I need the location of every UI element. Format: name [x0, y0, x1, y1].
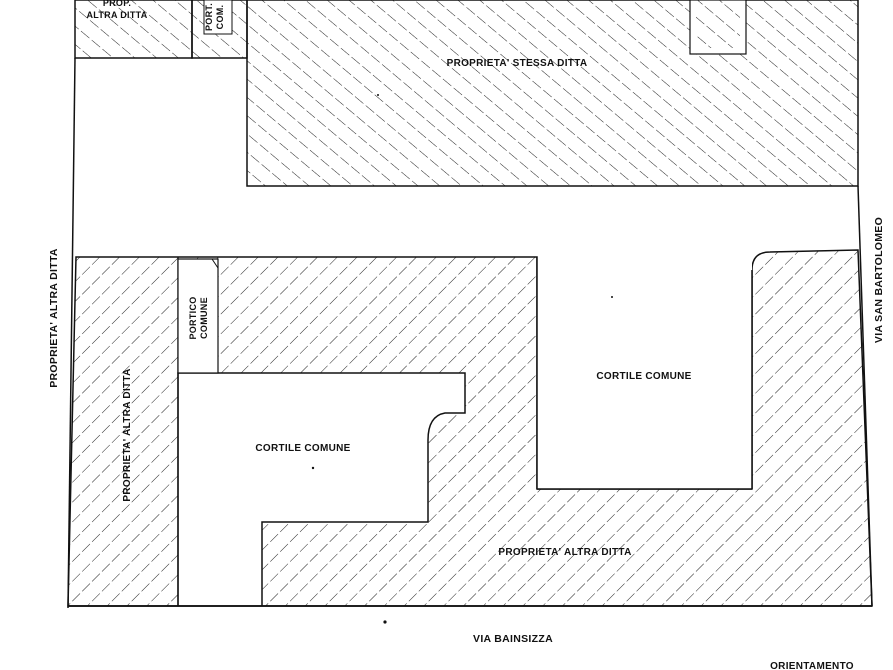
courtyard-right-label: CORTILE COMUNE: [596, 371, 691, 382]
courtyard-left-label: CORTILE COMUNE: [255, 443, 350, 454]
top-left-property-label-2: ALTRA DITTA: [86, 10, 147, 20]
right-courtyard-area: [537, 257, 752, 489]
bottom-property-label: PROPRIETA' ALTRA DITTA: [498, 547, 631, 558]
top-portico-label-1: PORT.: [204, 3, 214, 31]
top-portico-label-2: COM.: [215, 5, 225, 30]
street-bottom-label: VIA BAINSIZZA: [473, 633, 553, 645]
top-left-property-area: [74, 0, 193, 59]
top-portico-inner: [203, 0, 233, 35]
left-external-property-label: PROPRIETA' ALTRA DITTA: [48, 248, 60, 388]
left-lot-line: [67, 57, 76, 609]
portico-common-label-2: COMUNE: [199, 297, 209, 339]
top-left-property-label-1: PROP.: [103, 0, 131, 8]
street-right-label: VIA SAN BARTOLOMEO: [873, 217, 885, 343]
portico-common-label-1: PORTICO: [188, 296, 198, 339]
same-owner-property-area: [246, 0, 859, 187]
same-owner-property-label: PROPRIETA' STESSA DITTA: [447, 58, 588, 69]
orientation-label: ORIENTAMENTO: [770, 661, 854, 670]
portico-common-area: [177, 258, 219, 374]
left-inner-property-label: PROPRIETA' ALTRA DITTA: [122, 368, 133, 501]
